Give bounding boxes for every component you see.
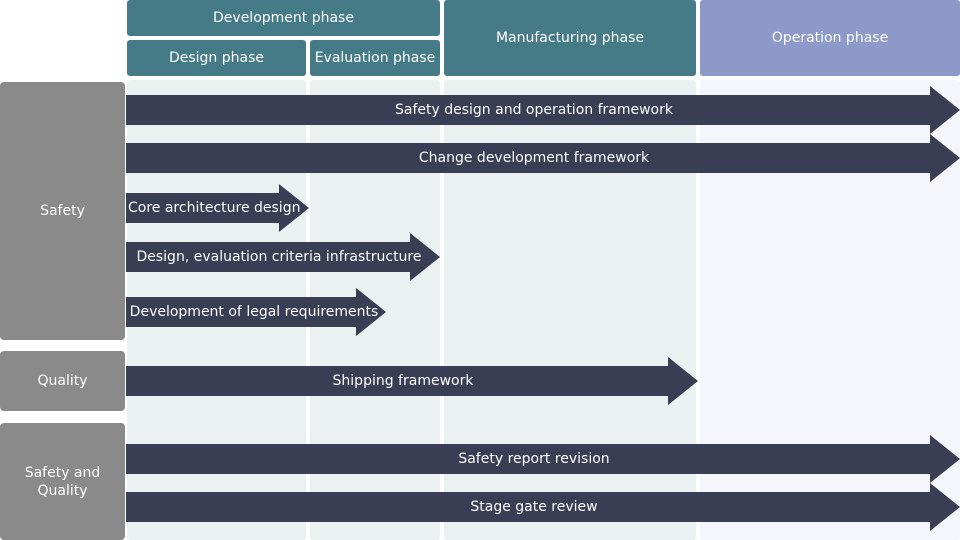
- arrow-shape: [126, 288, 386, 336]
- arrow-safety-report-revision: Safety report revision: [126, 435, 960, 483]
- arrow-label: Stage gate review: [470, 499, 598, 515]
- arrow-shape: [126, 435, 960, 483]
- arrow-shipping-framework: Shipping framework: [126, 357, 698, 405]
- row-label-safety-and-quality: Safety and Quality: [0, 423, 125, 540]
- arrow-shape: [126, 483, 960, 531]
- arrow-label: Core architecture design: [128, 200, 301, 216]
- arrow-shape: [126, 184, 309, 232]
- arrow-label: Design, evaluation criteria infrastructu…: [136, 249, 422, 265]
- design-phase-header: Design phase: [127, 40, 306, 76]
- row-label-safety: Safety: [0, 82, 125, 340]
- arrow-shape: [126, 357, 698, 405]
- evaluation-phase-header: Evaluation phase: [310, 40, 440, 76]
- arrow-label: Shipping framework: [332, 373, 474, 389]
- arrow-shape: [126, 233, 440, 281]
- arrow-label: Development of legal requirements: [129, 304, 379, 320]
- arrow-core-architecture-design: Core architecture design: [126, 184, 309, 232]
- operation-phase-header: Operation phase: [700, 0, 960, 76]
- arrow-shape: [126, 86, 960, 134]
- arrow-label: Safety report revision: [458, 451, 610, 467]
- manufacturing-phase-header: Manufacturing phase: [444, 0, 696, 76]
- arrow-change-development-framework: Change development framework: [126, 134, 960, 182]
- arrow-design-evaluation-criteria-infrastructure: Design, evaluation criteria infrastructu…: [126, 233, 440, 281]
- arrow-safety-design-and-operation-framework: Safety design and operation framework: [126, 86, 960, 134]
- arrow-development-of-legal-requirements: Development of legal requirements: [126, 288, 386, 336]
- arrow-shape: [126, 134, 960, 182]
- development-phase-header: Development phase: [127, 0, 440, 36]
- arrow-label: Safety design and operation framework: [395, 102, 673, 118]
- arrow-label: Change development framework: [418, 150, 650, 166]
- row-label-quality: Quality: [0, 351, 125, 411]
- arrow-stage-gate-review: Stage gate review: [126, 483, 960, 531]
